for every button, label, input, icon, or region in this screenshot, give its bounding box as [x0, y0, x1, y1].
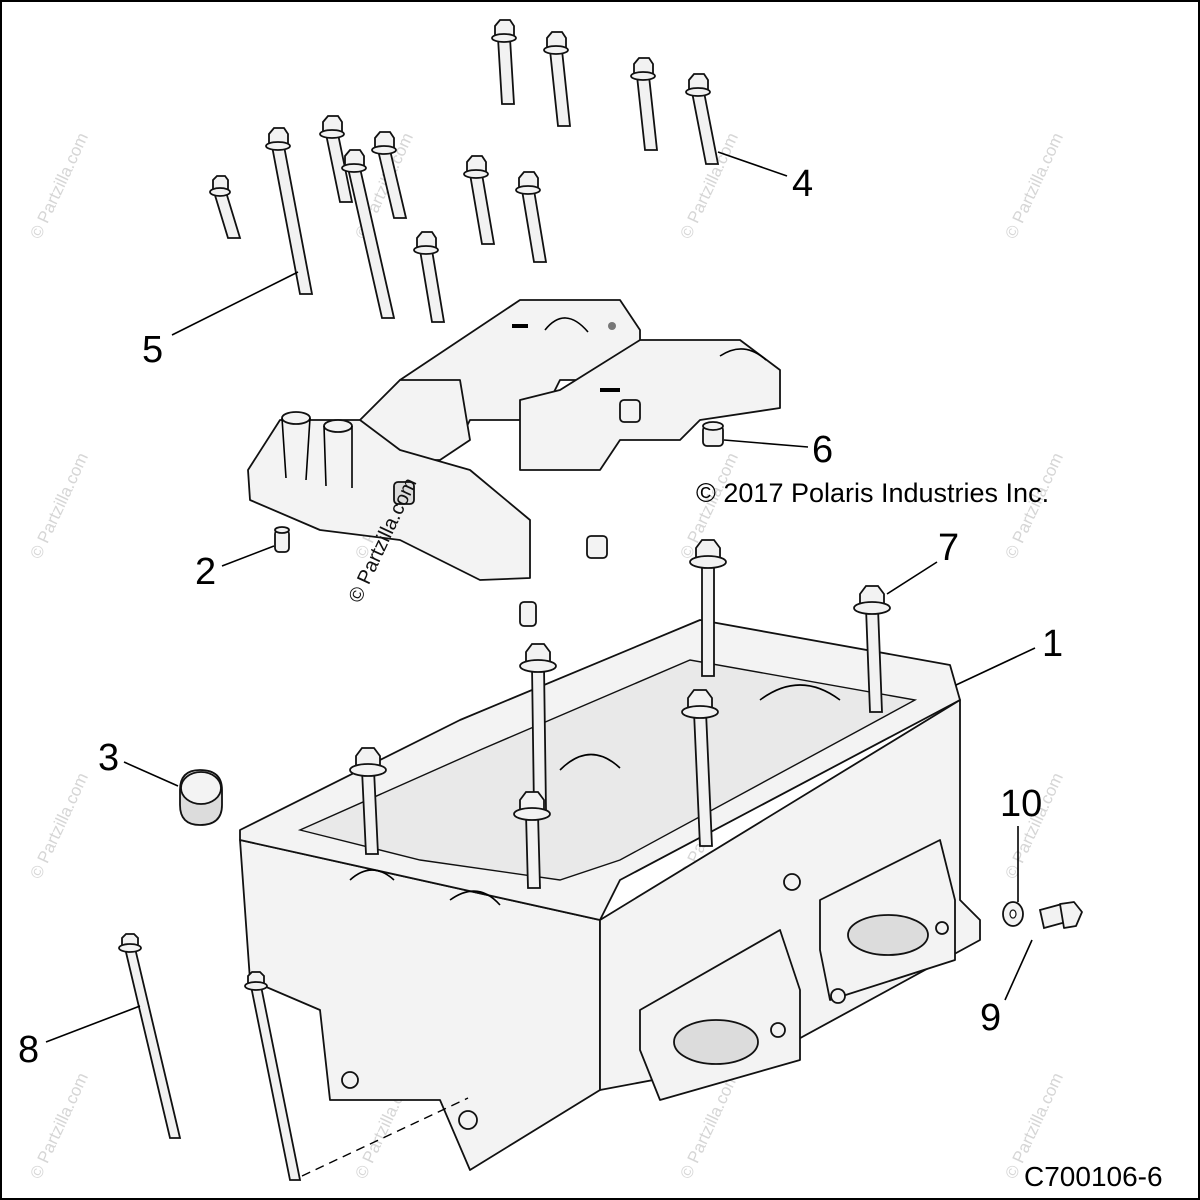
dowel-b — [586, 535, 608, 559]
long-bolts-8 — [118, 933, 469, 1181]
callout-7: 7 — [938, 527, 959, 569]
watermark-text: © Partzilla.com — [26, 770, 92, 882]
bolt-group-4 — [491, 19, 720, 165]
watermark-text: © Partzilla.com — [26, 450, 92, 562]
dowel-2 — [274, 526, 290, 553]
plug-3 — [179, 769, 223, 826]
copyright-notice: © 2017 Polaris Industries Inc. — [696, 478, 1049, 508]
dowel-c — [619, 399, 641, 423]
dowel-d — [519, 601, 537, 627]
cam-carrier-lower — [247, 411, 531, 581]
dowel-a — [393, 481, 415, 505]
callout-3: 3 — [98, 737, 119, 779]
watermark-text: © Partzilla.com — [26, 1070, 92, 1182]
head-bolts-7 — [349, 539, 891, 889]
screw-9 — [1038, 901, 1083, 930]
callout-6: 6 — [812, 429, 833, 471]
cylinder-head-1 — [239, 619, 981, 1171]
cam-carrier-right — [519, 339, 781, 471]
part-number: C700106-6 — [1024, 1161, 1163, 1192]
callout-labels: 1 2 3 4 5 6 7 8 9 10 — [18, 163, 1063, 1071]
callout-1: 1 — [1042, 623, 1063, 665]
leader-lines — [45, 151, 1036, 1043]
watermark-text: © Partzilla.com — [26, 130, 92, 242]
watermark-text: © Partzilla.com — [1001, 130, 1067, 242]
callout-2: 2 — [195, 551, 216, 593]
bolt-group-5 — [209, 115, 548, 323]
dowel-6 — [702, 421, 724, 447]
washer-10 — [1002, 901, 1024, 927]
callout-10: 10 — [1000, 783, 1042, 825]
callout-4: 4 — [792, 163, 813, 205]
callout-5: 5 — [142, 329, 163, 371]
callout-9: 9 — [980, 997, 1001, 1039]
callout-8: 8 — [18, 1029, 39, 1071]
